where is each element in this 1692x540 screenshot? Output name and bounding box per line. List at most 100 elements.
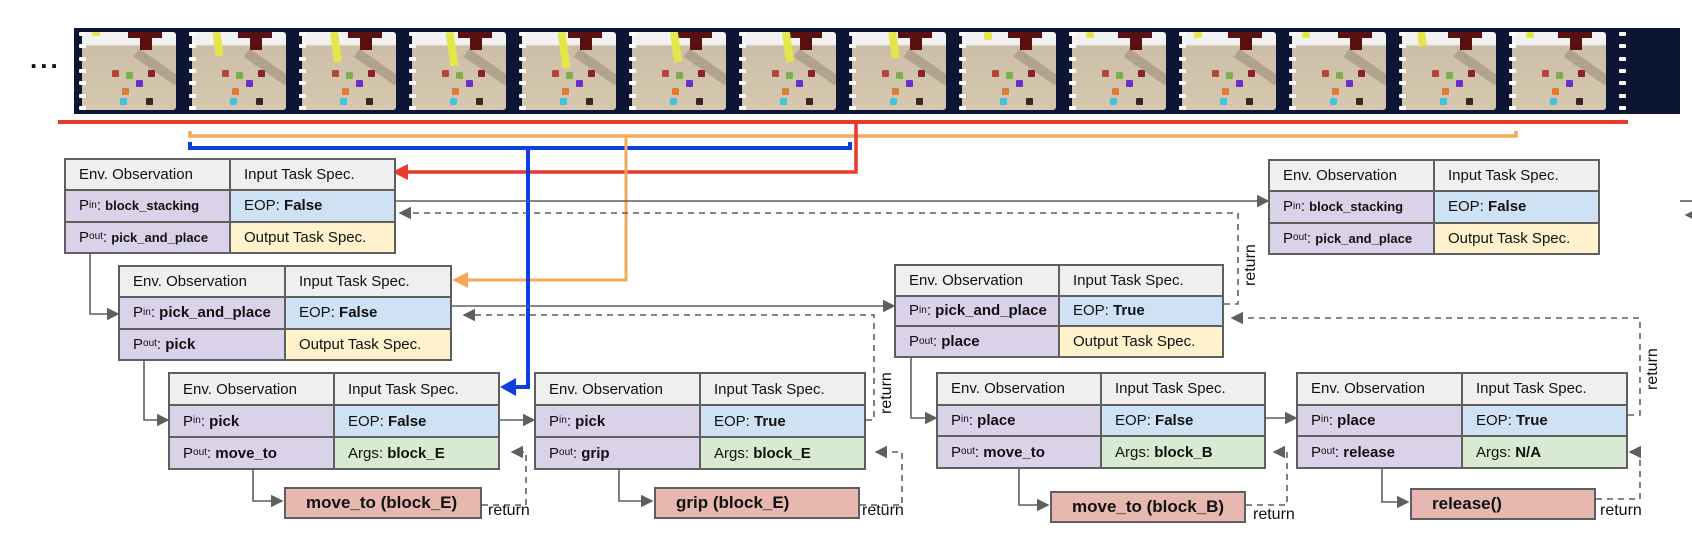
return-card4-to-card2 [462,308,875,421]
pin-label: P [549,412,560,430]
return-label: return [862,502,904,519]
input-task-spec-label: Input Task Spec. [1073,271,1184,289]
pout-label: P [951,443,962,461]
block [586,98,593,105]
action-label: release() [1432,494,1502,513]
pin-value: pick [209,412,240,430]
block [676,72,683,79]
eop-cell: EOP: False [1435,192,1598,222]
sprocket-hole [1618,93,1626,98]
eop-label: EOP: [348,412,384,430]
sprocket-hole [78,56,86,61]
output-task-spec-cell: Output Task Spec. [1435,223,1598,253]
sprocket-hole [1068,32,1076,37]
sprocket-hole [1178,56,1186,61]
input-task-spec-label: Input Task Spec. [348,380,459,398]
block [1346,80,1353,87]
block [672,88,679,95]
input-task-spec-cell: Input Task Spec. [701,374,864,404]
block [552,70,559,77]
env-observation-label: Env. Observation [909,271,1023,289]
block [882,70,889,77]
input-task-spec-label: Input Task Spec. [1115,380,1226,398]
video-frame [742,32,836,110]
sprocket-hole [1508,32,1516,37]
sprocket-column [844,28,860,114]
eop-value: False [1488,198,1527,216]
return-action1-to-card3 [482,445,527,506]
block [780,98,787,105]
output-label: Args: [1476,443,1512,461]
sprocket-hole [628,105,636,110]
block [588,70,595,77]
args-cell: Args: N/A [1463,437,1626,467]
block [1222,88,1229,95]
block [230,98,237,105]
sprocket-hole [518,44,526,49]
pin-label: P [1283,198,1294,216]
action-label: move_to (block_E) [306,493,458,512]
block [1556,72,1563,79]
block [1566,80,1573,87]
pout-value: place [941,333,980,351]
block [1126,80,1133,87]
block [566,72,573,79]
output-task-spec-cell: Output Task Spec. [231,222,394,252]
sprocket-hole [1288,81,1296,86]
pin-label: P [1311,411,1322,429]
pout-value: pick_and_place [1315,230,1413,246]
env-observation-cell: Env. Observation [120,267,284,297]
sprocket-column [184,28,200,114]
block [1552,88,1559,95]
sprocket-hole [1398,32,1406,37]
sprocket-hole [1508,93,1516,98]
block [342,88,349,95]
sprocket-hole [628,68,636,73]
sprocket-hole [518,105,526,110]
action-box: move_to (block_E) [284,487,482,519]
sprocket-hole [1508,81,1516,86]
block [222,70,229,77]
sprocket-hole [1068,81,1076,86]
block [1116,72,1123,79]
block [796,80,803,87]
sprocket-hole [1618,56,1626,61]
pin-label: P [951,411,962,429]
block [1550,98,1557,105]
sprocket-hole [738,81,746,86]
sprocket-hole [1398,44,1406,49]
block [246,80,253,87]
sprocket-column [954,28,970,114]
return-action3-to-card6 [1246,445,1288,506]
connector-card2-to-card3 [143,361,170,427]
block [896,72,903,79]
pout-value: grip [581,444,610,462]
robot-arm [128,32,162,38]
sprocket-hole [1398,68,1406,73]
sprocket-hole [408,93,416,98]
block [112,70,119,77]
block [368,70,375,77]
sprocket-hole [628,93,636,98]
red-arrow [400,122,858,174]
action-box: release() [1410,488,1596,520]
block [476,98,483,105]
block [1358,70,1365,77]
input-task-spec-label: Input Task Spec. [1476,380,1587,398]
block [560,98,567,105]
sprocket-hole [518,93,526,98]
sprocket-hole [408,81,416,86]
env-observation-cell: Env. Observation [536,374,699,404]
sprocket-hole [408,44,416,49]
block [1468,70,1475,77]
return-action2-to-card4 [860,445,903,506]
sprocket-hole [1398,105,1406,110]
sprocket-column [1284,28,1300,114]
return-label: return [1600,502,1642,519]
eop-label: EOP: [1476,411,1512,429]
block [136,80,143,87]
pout-label: P [79,228,90,246]
